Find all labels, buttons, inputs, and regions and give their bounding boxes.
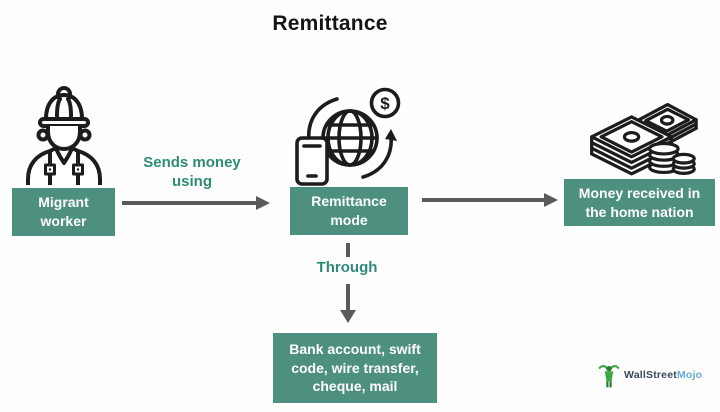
- logo-text-mojo: Mojo: [676, 369, 703, 381]
- node-money-received: Money received in the home nation: [564, 179, 715, 226]
- node-migrant-worker: Migrant worker: [12, 188, 115, 236]
- dollar-symbol: $: [380, 94, 390, 113]
- arrow-line: [422, 198, 546, 202]
- edge-label-sends-money-using: Sends money using: [143, 154, 241, 190]
- node-remittance-methods-label: Bank account, swift code, wire transfer,…: [289, 340, 421, 395]
- cash-and-coins-icon: [590, 102, 698, 176]
- wallstreetmojo-logo: WallStreetMojo: [598, 359, 702, 391]
- node-money-received-label: Money received in the home nation: [578, 184, 701, 220]
- wallstreetmojo-mascot-icon: [598, 364, 620, 387]
- node-remittance-methods: Bank account, swift code, wire transfer,…: [273, 333, 437, 403]
- node-remittance-mode-label: Remittance mode: [311, 193, 387, 228]
- arrow-mode-to-methods-stub: [346, 243, 350, 257]
- arrow-line: [122, 201, 258, 205]
- edge-label-through: Through: [316, 259, 378, 276]
- construction-worker-icon: [26, 86, 102, 185]
- logo-text-wallstreet: WallStreet: [624, 369, 677, 381]
- arrow-head-icon: [256, 196, 270, 210]
- wallstreetmojo-wordmark: WallStreetMojo: [624, 369, 702, 381]
- arrow-head-icon: [544, 193, 558, 207]
- arrow-mode-to-received: [422, 193, 558, 207]
- node-migrant-worker-label: Migrant worker: [38, 194, 89, 229]
- page-title: Remittance: [272, 12, 388, 35]
- global-money-transfer-icon: $: [295, 87, 401, 186]
- arrow-worker-to-mode: [122, 196, 270, 210]
- arrow-head-down-icon: [340, 310, 356, 323]
- node-remittance-mode: Remittance mode: [290, 187, 408, 235]
- arrow-mode-to-methods-line: [346, 284, 350, 310]
